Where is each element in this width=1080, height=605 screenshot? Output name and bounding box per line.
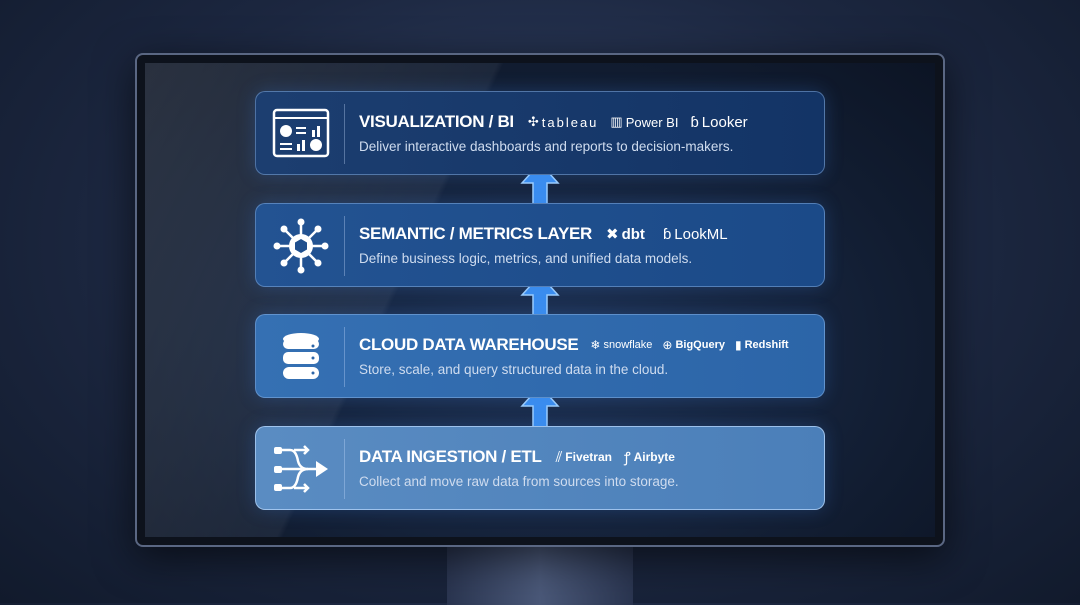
tool-bigquery: ⊕BigQuery bbox=[662, 338, 725, 352]
data-flow-icon bbox=[274, 445, 328, 493]
layer-description: Collect and move raw data from sources i… bbox=[359, 474, 679, 489]
powerbi-icon: ▥ bbox=[610, 114, 623, 129]
monitor-stand bbox=[447, 545, 633, 605]
divider bbox=[344, 104, 345, 164]
snowflake-icon: ❄ bbox=[590, 338, 601, 352]
tool-powerbi: ▥Power BI bbox=[610, 114, 679, 130]
dashboard-icon bbox=[272, 108, 330, 158]
database-icon bbox=[283, 333, 319, 379]
tool-dbt: ✖dbt bbox=[606, 225, 645, 244]
fivetran-icon: ⫽ bbox=[555, 448, 563, 466]
tool-snowflake: ❄snowflake bbox=[590, 338, 653, 352]
network-cube-icon bbox=[273, 218, 329, 274]
divider bbox=[344, 439, 345, 499]
airbyte-icon: ꝭ bbox=[623, 448, 631, 465]
tool-tableau: ✣tableau bbox=[527, 114, 599, 130]
tool-logos: ❄snowflake ⊕BigQuery ▮Redshift bbox=[590, 338, 788, 352]
tableau-icon: ✣ bbox=[527, 114, 539, 129]
tool-fivetran: ⫽Fivetran bbox=[555, 448, 612, 466]
layer-header: CLOUD DATA WAREHOUSE ❄snowflake ⊕BigQuer… bbox=[359, 335, 789, 355]
tool-redshift: ▮Redshift bbox=[734, 338, 789, 352]
layer-title: DATA INGESTION / ETL bbox=[359, 447, 542, 466]
dbt-icon: ✖ bbox=[606, 226, 619, 243]
layer-description: Deliver interactive dashboards and repor… bbox=[359, 139, 734, 154]
bigquery-icon: ⊕ bbox=[662, 338, 673, 352]
looker-icon: ɓ bbox=[662, 225, 672, 243]
layer-title: CLOUD DATA WAREHOUSE bbox=[359, 335, 579, 354]
divider bbox=[344, 216, 345, 276]
layer-title: SEMANTIC / METRICS LAYER bbox=[359, 224, 593, 243]
divider bbox=[344, 327, 345, 387]
layer-card-warehouse: CLOUD DATA WAREHOUSE ❄snowflake ⊕BigQuer… bbox=[255, 314, 825, 398]
looker-icon: ɓ bbox=[690, 113, 699, 131]
layer-title: VISUALIZATION / BI bbox=[359, 112, 514, 131]
layer-description: Define business logic, metrics, and unif… bbox=[359, 251, 693, 266]
redshift-icon: ▮ bbox=[734, 338, 742, 352]
layer-description: Store, scale, and query structured data … bbox=[359, 362, 669, 377]
